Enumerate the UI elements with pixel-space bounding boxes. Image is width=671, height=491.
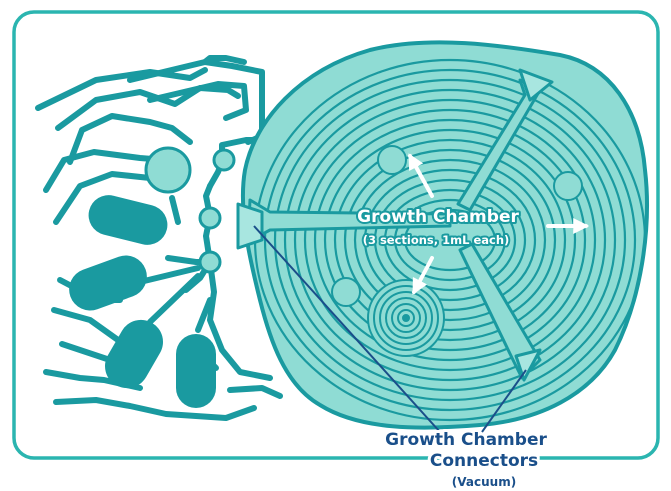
connectors-label-line1: Growth Chamber	[385, 430, 547, 450]
arrow-up	[408, 153, 434, 198]
connectors-label-line3: (Vacuum)	[452, 475, 516, 489]
reservoir-3	[105, 319, 163, 389]
reservoir-group	[69, 195, 216, 408]
pillar-1	[377, 145, 407, 175]
valve-1	[212, 148, 236, 172]
arrow-group	[408, 153, 590, 295]
reservoir-4	[176, 334, 216, 408]
growth-chamber	[236, 40, 649, 430]
connector-port-top	[518, 68, 554, 102]
leader-line-bottom	[481, 369, 527, 433]
pillar-2	[553, 171, 583, 201]
valve-3	[198, 250, 222, 274]
pillar-3	[331, 277, 361, 307]
valve-2	[198, 206, 222, 230]
reservoir-2	[69, 255, 147, 311]
arrow-down	[412, 256, 434, 295]
growth-chamber-label: Growth Chamber	[357, 207, 519, 227]
growth-chamber-detail-label: (3 sections, 1mL each)	[363, 233, 510, 247]
connector-port-left	[236, 202, 264, 250]
connector-port-bottom	[514, 348, 542, 382]
connectors-label-line2: Connectors	[430, 451, 538, 471]
leader-lines	[253, 225, 527, 433]
valve-large	[144, 146, 192, 194]
leader-line-left	[253, 225, 441, 433]
reservoir-1	[88, 195, 168, 245]
spiral-target	[367, 279, 445, 357]
valve-group	[144, 146, 236, 274]
